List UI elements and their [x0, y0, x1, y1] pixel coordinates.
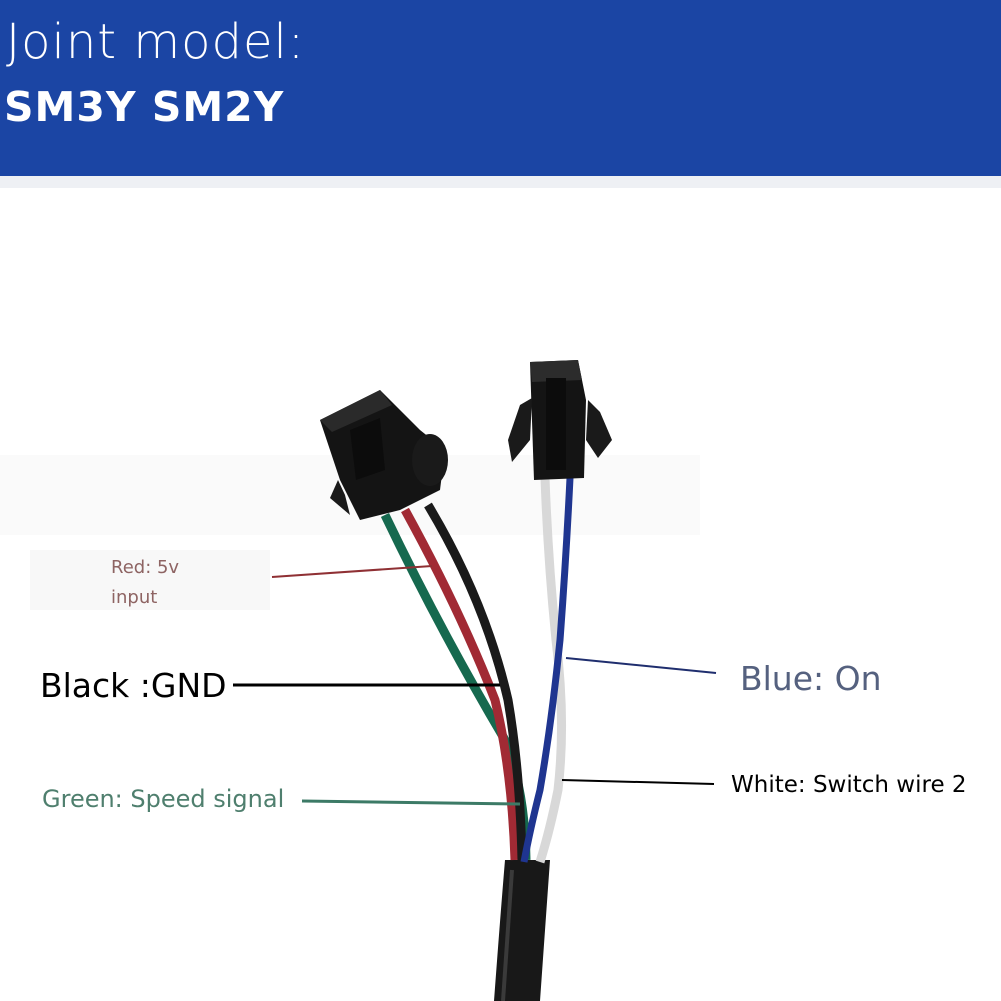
cable-jacket [494, 860, 550, 1001]
red-wire [401, 507, 520, 861]
red-leader-line [271, 565, 433, 578]
white-leader-line [561, 779, 715, 785]
joint-model-title: Joint model: [6, 14, 305, 70]
header-divider [0, 176, 1001, 188]
joint-model-names: SM3Y SM2Y [4, 83, 285, 131]
red-wire-label: Red: 5v input [111, 557, 180, 608]
blue-wire [520, 477, 574, 863]
blue-wire-label: Blue: On [740, 659, 882, 698]
black-wire-label: Black :GND [40, 666, 227, 705]
right-connector [508, 360, 612, 480]
header-banner: Joint model: SM3Y SM2Y [0, 0, 1001, 176]
green-wire-label: Green: Speed signal [42, 785, 285, 813]
green-leader-line [301, 799, 521, 806]
left-connector [320, 390, 448, 520]
blue-leader-line [565, 657, 717, 674]
black-wire [424, 502, 527, 861]
white-wire [535, 477, 567, 864]
white-wire-label: White: Switch wire 2 [731, 772, 967, 798]
